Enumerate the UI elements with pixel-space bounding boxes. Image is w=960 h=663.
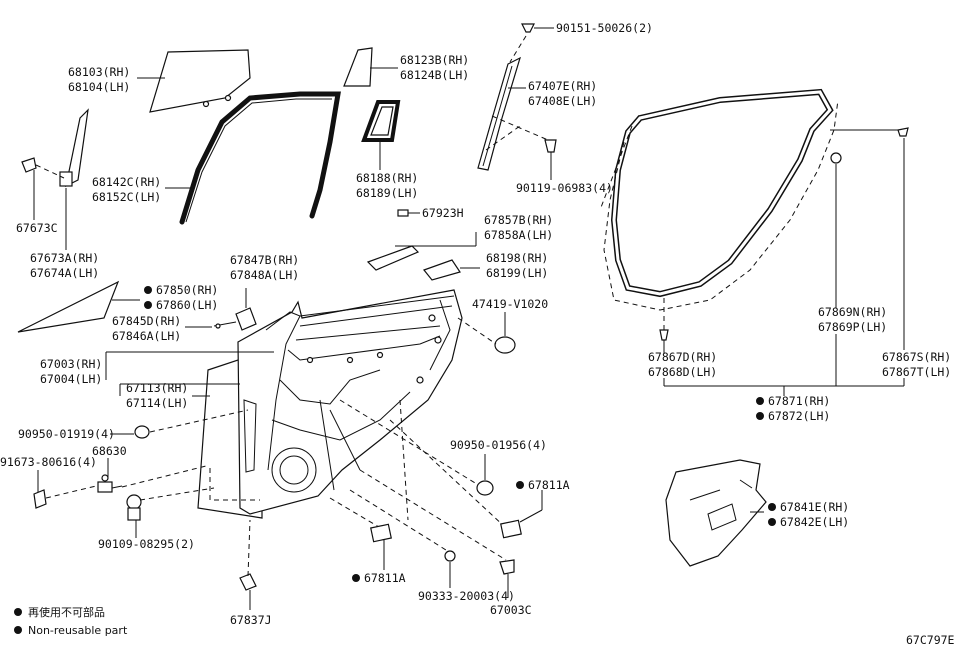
label-68630: 68630	[92, 444, 127, 458]
label-68199: 68199(LH)	[486, 266, 548, 280]
label-67867s: 67867S(RH)	[882, 350, 951, 364]
label-67003c: 67003C	[490, 603, 532, 617]
label-67841e: 67841E(RH)	[780, 500, 849, 514]
corner-piece	[423, 259, 461, 281]
diagram-code: 67C797E	[906, 633, 955, 647]
glass-run-channel	[179, 91, 341, 225]
label-90333: 90333-20003(4)	[418, 589, 515, 603]
clip	[397, 209, 409, 217]
label-67869n: 67869N(RH)	[818, 305, 887, 319]
label-68103: 68103(RH)	[68, 65, 130, 79]
label-67850: 67850(RH)	[156, 283, 218, 297]
pillar-garnish	[477, 56, 521, 171]
label-67923h: 67923H	[422, 206, 464, 220]
label-68142c: 68142C(RH)	[92, 175, 161, 189]
label-68152c: 68152C(LH)	[92, 190, 161, 204]
door-weatherstrip	[599, 88, 839, 311]
grommet	[494, 336, 516, 354]
label-67811a-bottom: 67811A	[364, 571, 406, 585]
label-68198: 68198(RH)	[486, 251, 548, 265]
label-68123b: 68123B(RH)	[400, 53, 469, 67]
label-67845d: 67845D(RH)	[112, 314, 181, 328]
window-molding	[17, 280, 120, 333]
clip-right	[830, 152, 842, 164]
label-91673: 91673-80616(4)	[0, 455, 97, 469]
legend-english: Non-reusable part	[28, 624, 128, 637]
label-67867t: 67867T(LH)	[882, 365, 951, 379]
clip-bottom	[239, 573, 257, 591]
label-67407e: 67407E(RH)	[528, 79, 597, 93]
label-68188: 68188(RH)	[356, 171, 418, 185]
label-67811a-right: 67811A	[528, 478, 570, 492]
label-67868d: 67868D(LH)	[648, 365, 717, 379]
door-hinge-bracket	[235, 307, 257, 331]
label-67113: 67113(RH)	[126, 381, 188, 395]
door-frame-bracket	[366, 245, 420, 271]
label-67872: 67872(LH)	[768, 409, 830, 423]
label-67673a: 67673A(RH)	[30, 251, 99, 265]
label-67003: 67003(RH)	[40, 357, 102, 371]
label-67114: 67114(LH)	[126, 396, 188, 410]
legend: 再使用不可部品 Non-reusable part	[14, 605, 128, 637]
label-67674a: 67674A(LH)	[30, 266, 99, 280]
quarter-glass	[343, 47, 373, 87]
label-90151: 90151-50026(2)	[556, 21, 653, 35]
label-67837j: 67837J	[230, 613, 272, 627]
quarter-window-frame	[361, 100, 401, 142]
label-90119: 90119-06983(4)	[516, 181, 613, 195]
label-68124b: 68124B(LH)	[400, 68, 469, 82]
label-68104: 68104(LH)	[68, 80, 130, 94]
door-glass	[149, 49, 251, 113]
label-47419: 47419-V1020	[472, 297, 548, 311]
plug-small	[444, 550, 456, 562]
label-90950-01919: 90950-01919(4)	[18, 427, 115, 441]
weatherstrip-clip	[659, 329, 669, 341]
stopper	[126, 494, 142, 521]
label-67857b: 67857B(RH)	[484, 213, 553, 227]
label-67867d: 67867D(RH)	[648, 350, 717, 364]
label-68189: 68189(LH)	[356, 186, 418, 200]
label-67848a: 67848A(LH)	[230, 268, 299, 282]
label-67004: 67004(LH)	[40, 372, 102, 386]
legend-japanese: 再使用不可部品	[28, 605, 105, 619]
label-90109: 90109-08295(2)	[98, 537, 195, 551]
label-67842e: 67842E(LH)	[780, 515, 849, 529]
rear-door-shell	[197, 289, 463, 519]
label-67846a: 67846A(LH)	[112, 329, 181, 343]
seal-pad	[500, 519, 522, 539]
label-67860: 67860(LH)	[156, 298, 218, 312]
label-67858a: 67858A(LH)	[484, 228, 553, 242]
label-67869p: 67869P(LH)	[818, 320, 887, 334]
bolt	[33, 489, 47, 509]
label-67871: 67871(RH)	[768, 394, 830, 408]
service-hole-cover	[665, 459, 767, 567]
label-67408e: 67408E(LH)	[528, 94, 597, 108]
hinge	[97, 474, 123, 493]
hole-plug	[476, 480, 494, 496]
hole-seal	[370, 523, 392, 543]
rear-pillar-garnish	[59, 108, 89, 188]
label-67847b: 67847B(RH)	[230, 253, 299, 267]
label-90950-01956: 90950-01956(4)	[450, 438, 547, 452]
plug	[134, 425, 150, 439]
door-plug	[499, 559, 515, 575]
label-67673c: 67673C	[16, 221, 58, 235]
clip-top-right	[897, 127, 909, 137]
